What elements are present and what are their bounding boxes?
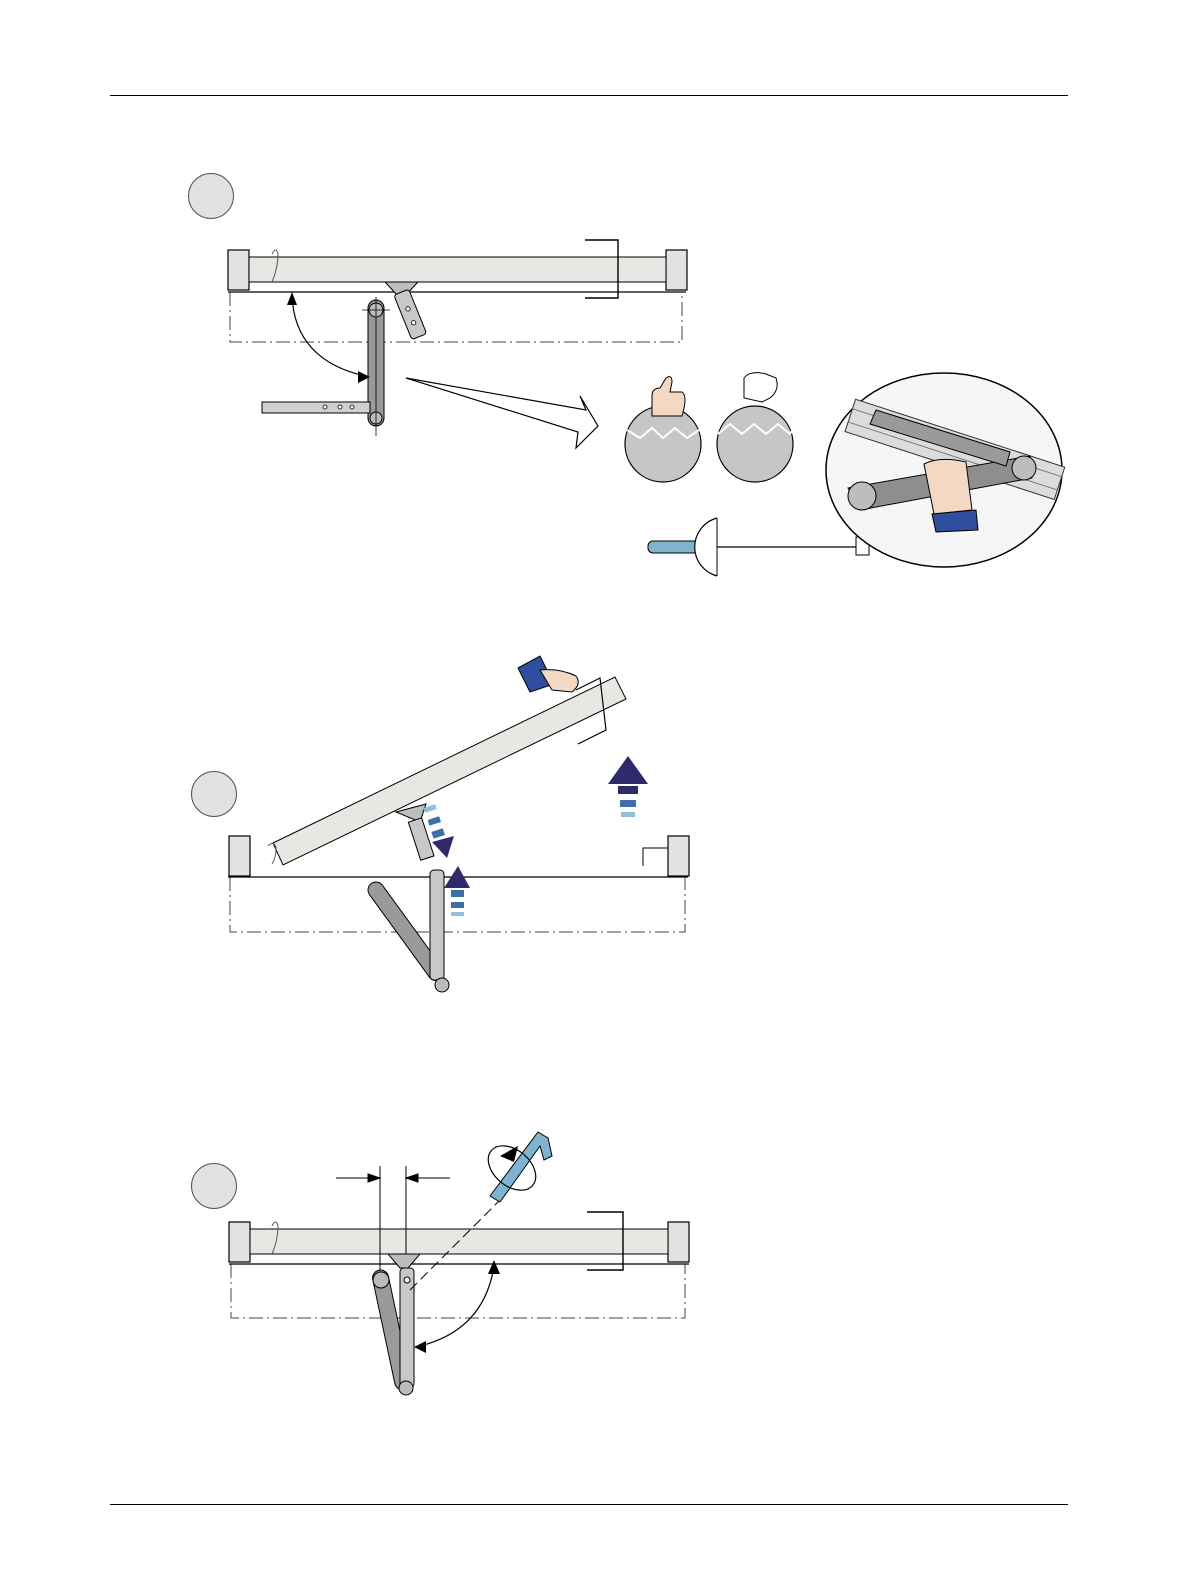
angle-arc [420, 1266, 494, 1346]
door-frame-outline [231, 1264, 685, 1318]
extension-bar [262, 402, 370, 413]
detail-view [826, 373, 1065, 567]
lift-arrow [608, 756, 648, 817]
thumbs-up-icon [625, 377, 701, 482]
left-end-block [229, 836, 250, 876]
right-end-block [668, 836, 689, 876]
door-frame-outline [230, 292, 682, 342]
step-2-diagram [0, 640, 1190, 1010]
left-end-block [228, 250, 249, 290]
slide-arm [400, 1268, 414, 1388]
hex-key-icon [490, 1132, 552, 1202]
step-1-diagram [0, 230, 1190, 590]
header-rule [110, 95, 1068, 96]
closer-track-tilted [273, 677, 626, 865]
thumbs-down-icon [717, 373, 795, 482]
hand-icon [518, 656, 578, 692]
callout-arrow [406, 378, 598, 448]
right-end-block [666, 250, 687, 290]
left-end-block [229, 1222, 250, 1262]
push-up-arrow [444, 866, 470, 916]
slide-arm [394, 289, 427, 339]
closer-track [249, 257, 666, 282]
step-1-badge [188, 173, 234, 219]
right-end-block [668, 1222, 689, 1262]
footer-rule [110, 1504, 1068, 1505]
angle-arc [292, 296, 365, 376]
torque-wrench-icon [648, 518, 869, 576]
dimension-marker [336, 1166, 450, 1290]
slide-arm [430, 870, 444, 980]
step-3-diagram [0, 1120, 1190, 1460]
